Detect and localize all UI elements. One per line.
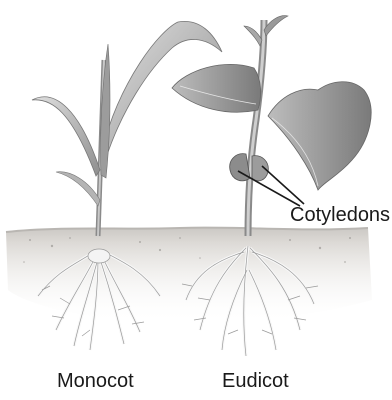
cotyledon-right: [252, 156, 268, 181]
monocot-label: Monocot: [57, 370, 134, 393]
soil-layer: [6, 228, 372, 324]
eudicot-leaf-left: [172, 64, 261, 112]
cotyledons-label: Cotyledons: [290, 204, 390, 227]
monocot-leaf-left: [32, 97, 100, 176]
eudicot-leaf-right: [268, 82, 371, 190]
eudicot-label: Eudicot: [222, 370, 289, 393]
